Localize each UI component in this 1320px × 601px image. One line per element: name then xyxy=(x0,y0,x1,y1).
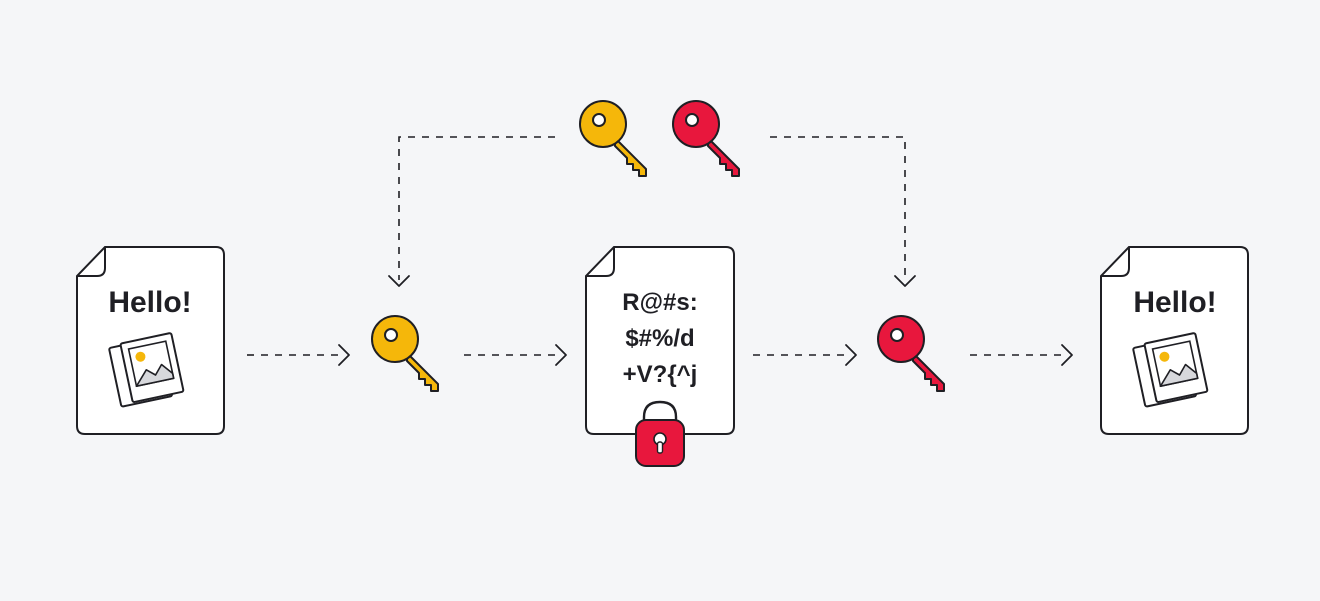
arrow-head-down-right xyxy=(894,275,916,287)
arrow-head-4 xyxy=(1061,344,1073,366)
public-key-top-icon xyxy=(579,100,647,177)
encrypted-document: R@#s: $#%/d +V?{^j xyxy=(585,246,735,467)
cipher-line-2: $#%/d xyxy=(625,325,694,352)
decrypted-title: Hello! xyxy=(1133,286,1216,319)
image-icon xyxy=(108,332,185,408)
arrow-head-3 xyxy=(845,344,857,366)
key-pair xyxy=(579,100,740,177)
padlock-icon xyxy=(635,400,685,467)
plaintext-document: Hello! xyxy=(76,246,225,435)
cipher-line-1: R@#s: xyxy=(622,289,697,316)
arrow-head-down-left xyxy=(388,275,410,287)
image-icon xyxy=(1132,332,1209,408)
public-key-icon xyxy=(371,315,439,392)
cipher-line-3: +V?{^j xyxy=(623,361,698,388)
private-key-top-icon xyxy=(672,100,740,177)
private-key-branch-line xyxy=(770,136,906,280)
arrow-head-1 xyxy=(338,344,350,366)
public-key-branch-line xyxy=(398,136,555,280)
plaintext-title: Hello! xyxy=(108,286,191,319)
connector-lines xyxy=(247,136,1066,356)
private-key-icon xyxy=(877,315,945,392)
decrypted-document: Hello! xyxy=(1100,246,1249,435)
arrow-head-2 xyxy=(555,344,567,366)
